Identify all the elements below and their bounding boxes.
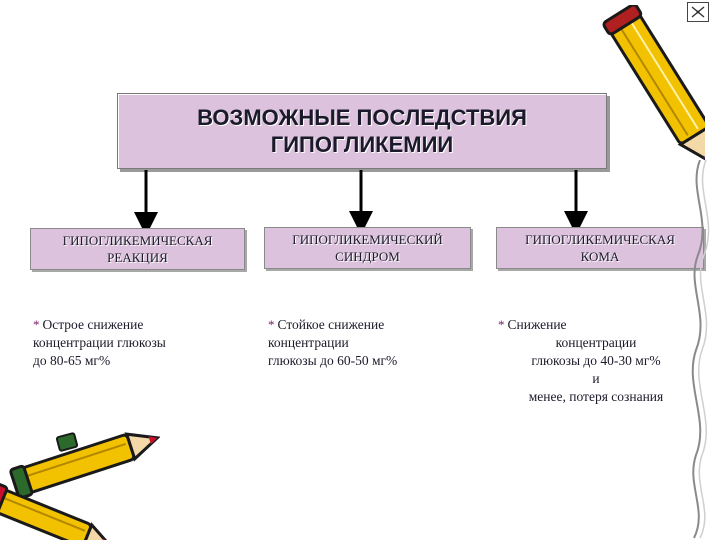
wavy-border-decoration: [691, 160, 710, 539]
category-box-reaction: ГИПОГЛИКЕМИЧЕСКАЯ РЕАКЦИЯ: [30, 228, 245, 270]
description-text-reaction: Острое снижение концентрации глюкозы до …: [33, 317, 166, 368]
description-line: глюкозы до 40-30 мг%: [531, 353, 661, 368]
description-syndrome: *Стойкое снижение концентрации глюкозы д…: [268, 316, 468, 370]
description-text-syndrome: Стойкое снижение концентрации глюкозы до…: [268, 317, 398, 368]
title-box: ВОЗМОЖНЫЕ ПОСЛЕДСТВИЯ ГИПОГЛИКЕМИИ: [117, 93, 607, 169]
category-box-syndrome: ГИПОГЛИКЕМИЧЕСКИЙ СИНДРОМ: [264, 227, 471, 269]
description-line: менее, потеря сознания: [528, 389, 664, 404]
bullet-marker: *: [268, 317, 275, 332]
corner-arrows-icon[interactable]: [687, 2, 709, 22]
diagram-title: ВОЗМОЖНЫЕ ПОСЛЕДСТВИЯ ГИПОГЛИКЕМИИ: [197, 105, 527, 157]
description-line: и: [592, 371, 600, 386]
category-box-coma: ГИПОГЛИКЕМИЧЕСКАЯ КОМА: [496, 227, 704, 269]
description-line: концентрации: [555, 335, 637, 350]
pencil-icon: [602, 5, 705, 166]
description-reaction: *Острое снижение концентрации глюкозы до…: [33, 316, 248, 370]
description-coma: *Снижение концентрации глюкозы до 40-30 …: [498, 316, 694, 406]
bullet-marker: *: [498, 317, 505, 332]
crossed-pencils-icon: [0, 432, 160, 540]
description-line: Снижение: [507, 317, 567, 332]
bullet-marker: *: [33, 317, 40, 332]
category-label-reaction: ГИПОГЛИКЕМИЧЕСКАЯ РЕАКЦИЯ: [62, 233, 213, 265]
category-label-coma: ГИПОГЛИКЕМИЧЕСКАЯ КОМА: [525, 232, 675, 264]
category-label-syndrome: ГИПОГЛИКЕМИЧЕСКИЙ СИНДРОМ: [292, 232, 443, 264]
